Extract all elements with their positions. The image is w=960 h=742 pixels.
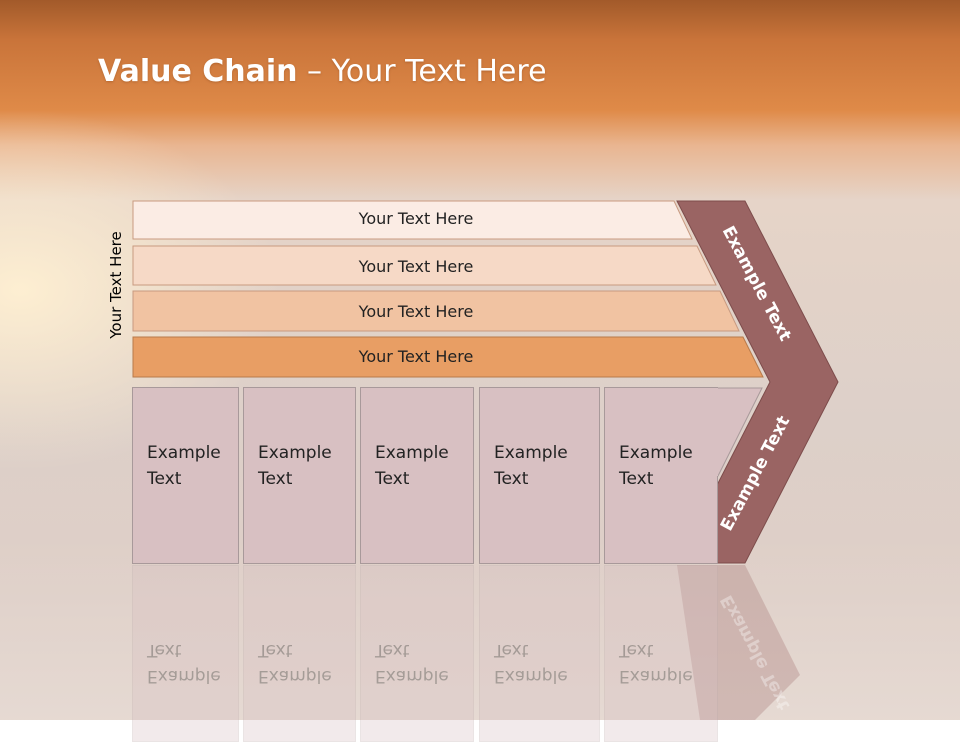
bar-1 bbox=[132, 200, 693, 240]
reflection-5-line1: Example bbox=[619, 666, 693, 686]
reflection-5-line2: Text bbox=[619, 640, 654, 660]
reflection-box-2: Example Text bbox=[243, 565, 356, 742]
bar-4 bbox=[132, 336, 764, 378]
boxes-reflection: Example Text Example Text Example Text E… bbox=[0, 565, 960, 742]
reflection-2-line1: Example bbox=[258, 666, 332, 686]
box-4-line1: Example bbox=[494, 443, 568, 463]
activity-box-1: Example Text bbox=[132, 387, 239, 564]
box-1-line1: Example bbox=[147, 443, 221, 463]
slide-title: Value Chain – Your Text Here bbox=[98, 54, 547, 89]
box-3-line2: Text bbox=[375, 469, 410, 489]
title-bold: Value Chain bbox=[98, 54, 298, 89]
box-2-line1: Example bbox=[258, 443, 332, 463]
value-chain-diagram: Example Text Example Text Example Text bbox=[132, 200, 839, 720]
box-3-line1: Example bbox=[375, 443, 449, 463]
activity-box-3: Example Text bbox=[360, 387, 474, 564]
chevron-reflection bbox=[677, 565, 800, 720]
bar-3-label: Your Text Here bbox=[358, 302, 474, 321]
reflection-1-line2: Text bbox=[147, 640, 182, 660]
bar-4-label: Your Text Here bbox=[358, 347, 474, 366]
bar-1-label: Your Text Here bbox=[358, 209, 474, 228]
chevron-arrow bbox=[676, 200, 839, 564]
reflection-box-3: Example Text bbox=[360, 565, 474, 742]
reflection-4-line2: Text bbox=[494, 640, 529, 660]
reflection-3-line2: Text bbox=[375, 640, 410, 660]
bar-2-label: Your Text Here bbox=[358, 257, 474, 276]
activity-box-5: Example Text bbox=[604, 387, 718, 564]
reflection-3-line1: Example bbox=[375, 666, 449, 686]
box-5-tail bbox=[717, 476, 718, 564]
reflection-box-1: Example Text bbox=[132, 565, 239, 742]
reflection-2-line2: Text bbox=[258, 640, 293, 660]
box-2-line2: Text bbox=[258, 469, 293, 489]
activity-box-2: Example Text bbox=[243, 387, 356, 564]
reflection-4-line1: Example bbox=[494, 666, 568, 686]
box-5-line1: Example bbox=[619, 443, 693, 463]
bar-3 bbox=[132, 290, 740, 332]
box-5-line2: Text bbox=[619, 469, 654, 489]
box-1-line2: Text bbox=[147, 469, 182, 489]
reflection-box-5: Example Text bbox=[604, 565, 718, 742]
activity-box-4: Example Text bbox=[479, 387, 600, 564]
box-4-line2: Text bbox=[494, 469, 529, 489]
bar-2 bbox=[132, 245, 717, 286]
title-rest: – Your Text Here bbox=[297, 54, 547, 89]
reflection-box-4: Example Text bbox=[479, 565, 600, 742]
reflection-1-line1: Example bbox=[147, 666, 221, 686]
